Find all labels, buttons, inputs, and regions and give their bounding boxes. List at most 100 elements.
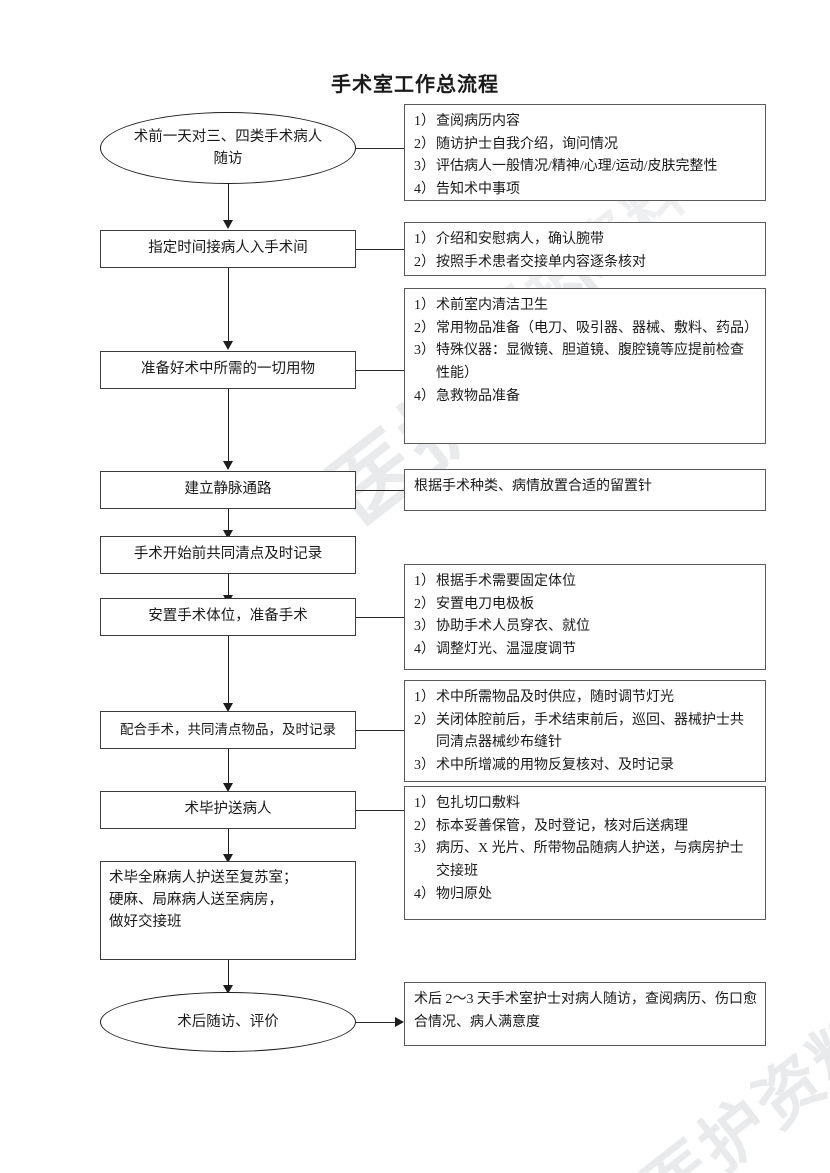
detail-item-number: 1） — [414, 796, 435, 811]
flow-connector — [228, 184, 229, 223]
detail-item: 4）告知术中事项 — [414, 179, 757, 202]
detail-box-receive-patient: 1）介绍和安慰病人，确认腕带 2）按照手术患者交接单内容逐条核对 — [404, 222, 766, 276]
detail-item-number: 4） — [414, 388, 435, 404]
detail-item-text: 评估病人一般情况/精神/心理/运动/皮肤完整性 — [436, 159, 718, 175]
detail-item: 3）病历、X 光片、所带物品随病人护送，与病房护士交接班 — [414, 838, 757, 883]
flow-connector — [228, 829, 229, 860]
flow-connector — [228, 389, 229, 469]
flow-connector — [228, 636, 229, 709]
detail-item-number: 1） — [414, 574, 435, 589]
detail-box-iv-access: 根据手术种类、病情放置合适的留置针 — [404, 469, 766, 511]
connector-receive-patient-detail — [356, 249, 404, 250]
node-label: 指定时间接病人入手术间 — [148, 240, 308, 257]
detail-item: 2）按照手术患者交接单内容逐条核对 — [414, 252, 757, 275]
detail-item-number: 1） — [414, 232, 435, 247]
detail-item: 1）根据手术需要固定体位 — [414, 571, 757, 594]
detail-item-text: 调整灯光、温湿度调节 — [436, 642, 576, 658]
detail-box-escort-patient: 1）包扎切口敷料 2）标本妥善保管，及时登记，核对后送病理 3）病历、X 光片、… — [404, 786, 766, 920]
detail-box-positioning: 1）根据手术需要固定体位 2）安置电刀电极板 3）协助手术人员穿衣、就位 4）调… — [404, 564, 766, 670]
flow-arrow-down — [222, 530, 233, 539]
detail-item: 4）物归原处 — [414, 884, 757, 907]
node-label: 手术开始前共同清点及时记录 — [133, 546, 323, 563]
node-label: 术前一天对三、四类手术病人随访 — [133, 128, 323, 167]
detail-item: 2）常用物品准备（电刀、吸引器、器械、敷料、药品） — [414, 318, 758, 341]
detail-item-text: 告知术中事项 — [436, 182, 520, 198]
detail-item: 1）术前室内清洁卫生 — [414, 295, 757, 318]
flow-connector — [228, 574, 229, 602]
detail-item-text: 随访护士自我介绍，询问情况 — [436, 136, 618, 152]
flow-arrow-down — [222, 341, 233, 350]
flow-arrow-down — [222, 220, 233, 229]
node-label: 准备好术中所需的一切用物 — [141, 361, 315, 378]
detail-item-text: 包扎切口敷料 — [436, 796, 520, 811]
detail-item-text: 根据手术需要固定体位 — [436, 574, 576, 589]
node-label: 配合手术，共同清点物品，及时记录 — [120, 721, 336, 737]
detail-item-text: 特殊仪器：显微镜、胆道镜、腹腔镜等应提前检查性能） — [436, 343, 744, 382]
detail-item-number: 2） — [414, 254, 435, 270]
node-label: 术后随访、评价 — [177, 1013, 279, 1030]
detail-item: 1）查阅病历内容 — [414, 111, 757, 134]
node-label-line: 术毕全麻病人护送至复苏室； — [109, 870, 298, 886]
detail-item: 4）调整灯光、温湿度调节 — [414, 639, 757, 662]
connector-postop-followup-detail — [356, 1022, 397, 1023]
detail-item-number: 2） — [414, 320, 435, 336]
detail-item-text: 术中所增减的用物反复核对、及时记录 — [436, 758, 674, 774]
connector-escort-patient-detail — [356, 810, 404, 811]
flow-arrow-down — [222, 461, 233, 470]
detail-item-number: 1） — [414, 114, 435, 129]
detail-item-text: 安置电刀电极板 — [436, 596, 534, 612]
detail-item: 2）关闭体腔前后，手术结束前后，巡回、器械护士共同清点器械纱布缝针 — [414, 710, 757, 755]
node-preop-visit[interactable]: 术前一天对三、四类手术病人随访 — [100, 112, 356, 184]
detail-item-number: 2） — [414, 818, 435, 834]
node-escort-patient[interactable]: 术毕护送病人 — [100, 791, 356, 829]
detail-item-text: 急救物品准备 — [436, 388, 520, 404]
detail-item-text: 病历、X 光片、所带物品随病人护送，与病房护士交接班 — [436, 841, 744, 880]
detail-item: 1）介绍和安慰病人，确认腕带 — [414, 229, 757, 252]
detail-item-number: 3） — [414, 159, 435, 175]
detail-item: 4）急救物品准备 — [414, 386, 757, 409]
detail-item: 2）安置电刀电极板 — [414, 594, 757, 617]
detail-item-number: 3） — [414, 619, 435, 635]
detail-item-number: 3） — [414, 343, 435, 359]
node-positioning[interactable]: 安置手术体位，准备手术 — [100, 598, 356, 636]
node-label: 安置手术体位，准备手术 — [148, 608, 308, 625]
detail-item-text: 常用物品准备（电刀、吸引器、器械、敷料、药品） — [436, 320, 758, 336]
detail-box-postop-followup: 术后 2～3 天手术室护士对病人随访，查阅病历、伤口愈合情况、病人满意度 — [404, 982, 766, 1046]
connector-positioning-detail — [356, 617, 404, 618]
detail-item-number: 2） — [414, 596, 435, 612]
detail-item-text: 按照手术患者交接单内容逐条核对 — [436, 254, 646, 270]
detail-item-number: 2） — [414, 712, 435, 728]
detail-item: 3）评估病人一般情况/精神/心理/运动/皮肤完整性 — [414, 156, 757, 179]
detail-item: 3）协助手术人员穿衣、就位 — [414, 616, 757, 639]
connector-assist-surgery-detail — [356, 730, 404, 731]
node-receive-patient[interactable]: 指定时间接病人入手术间 — [100, 230, 356, 268]
detail-item-number: 4） — [414, 182, 435, 198]
detail-item-text: 物归原处 — [436, 886, 492, 902]
flow-connector — [228, 960, 229, 992]
node-assist-surgery[interactable]: 配合手术，共同清点物品，及时记录 — [100, 711, 356, 749]
detail-item-number: 1） — [414, 690, 435, 705]
node-label: 术毕护送病人 — [184, 801, 272, 818]
detail-item: 2）标本妥善保管，及时登记，核对后送病理 — [414, 816, 757, 839]
node-label: 术毕全麻病人护送至复苏室； 硬麻、局麻病人送至病房， 做好交接班 — [109, 868, 298, 933]
node-precount[interactable]: 手术开始前共同清点及时记录 — [100, 536, 356, 574]
node-label-line: 硬麻、局麻病人送至病房， — [109, 891, 283, 908]
node-transfer-destination[interactable]: 术毕全麻病人护送至复苏室； 硬麻、局麻病人送至病房， 做好交接班 — [100, 861, 356, 960]
connector-iv-access-detail — [356, 490, 404, 491]
node-iv-access[interactable]: 建立静脉通路 — [100, 471, 356, 509]
detail-box-preop-visit: 1）查阅病历内容 2）随访护士自我介绍，询问情况 3）评估病人一般情况/精神/心… — [404, 104, 766, 201]
detail-item-number: 3） — [414, 758, 435, 774]
detail-item-number: 1） — [414, 298, 435, 313]
node-prepare-supplies[interactable]: 准备好术中所需的一切用物 — [100, 351, 356, 389]
detail-item: 2）随访护士自我介绍，询问情况 — [414, 134, 757, 157]
flow-connector — [228, 509, 229, 537]
detail-item: 1）包扎切口敷料 — [414, 793, 757, 816]
detail-item: 1）术中所需物品及时供应，随时调节灯光 — [414, 687, 757, 710]
detail-item-number: 3） — [414, 841, 435, 857]
detail-item-text: 查阅病历内容 — [436, 114, 520, 129]
page-title: 手术室工作总流程 — [331, 74, 499, 96]
node-postop-followup[interactable]: 术后随访、评价 — [100, 992, 356, 1052]
detail-item-text: 术后 2～3 天手术室护士对病人随访，查阅病历、伤口愈合情况、病人满意度 — [414, 992, 757, 1030]
flow-connector — [228, 749, 229, 789]
